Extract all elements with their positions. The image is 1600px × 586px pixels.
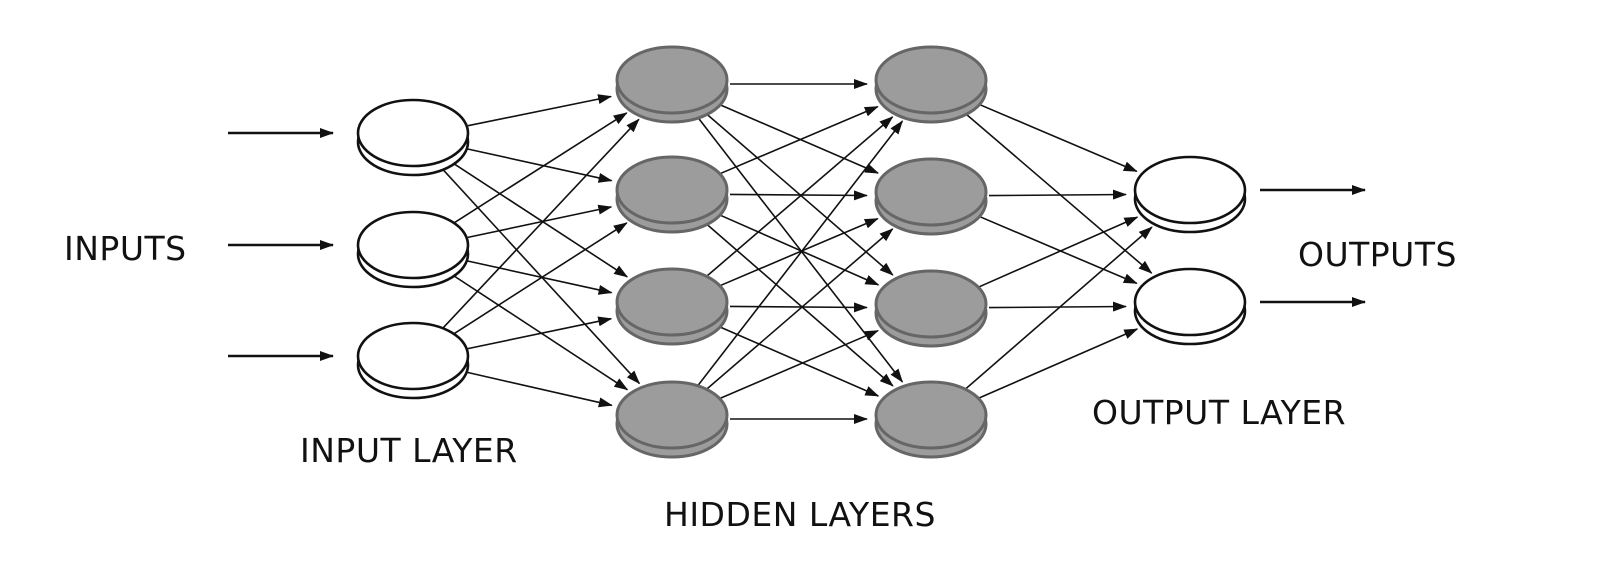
hidden1-node-4 [615,380,729,459]
connection-arrow-hidden1-4-to-hidden2-3 [719,329,879,400]
connection-arrow-hidden1-3-to-hidden2-4 [718,325,880,397]
connection-arrow-hidden1-3-to-hidden2-2 [719,217,879,287]
connection-arrow-hidden2-2-to-output-1 [988,189,1127,200]
connection-arrow-hidden2-1-to-output-2 [964,112,1153,274]
connection-arrow-hidden1-1-to-hidden2-3 [705,112,894,276]
hidden1-node-3 [615,267,729,346]
connection-arrow-hidden1-1-to-hidden2-2 [719,103,880,174]
output-node-2 [1133,267,1247,346]
connection-arrow-input-2-to-hidden1-2 [467,204,613,239]
outputs-label: OUTPUTS [1298,235,1457,274]
connection-arrow-input-2-to-hidden1-4 [452,274,629,391]
connection-arrow-hidden2-1-to-output-1 [978,103,1138,173]
connection-arrow-input-2-to-hidden1-3 [467,260,613,295]
hidden-layers-label: HIDDEN LAYERS [664,495,936,534]
connection-arrow-hidden2-2-to-output-2 [978,215,1138,285]
connection-arrow-input-3-to-hidden1-1 [441,118,640,330]
connection-arrow-hidden1-2-to-hidden2-3 [718,213,880,286]
connection-arrow-input-3-to-hidden1-4 [467,371,613,408]
connection-arrow-hidden1-3-to-hidden2-3 [729,302,868,313]
connection-arrow-input-1-to-hidden1-3 [452,162,629,278]
output-layer-label: OUTPUT LAYER [1092,393,1347,432]
hidden2-node-3 [874,269,988,348]
input-node-2 [356,210,470,289]
connection-arrow-input-1-to-hidden1-1 [467,94,613,127]
connection-arrow-input-3-to-hidden1-3 [467,316,613,350]
hidden2-node-1 [874,45,988,124]
connection-arrow-hidden2-4-to-output-2 [977,328,1139,400]
input-layer-label: INPUT LAYER [300,431,518,470]
connections [228,79,1366,424]
connection-arrow-hidden1-1-to-hidden2-4 [696,115,904,383]
connection-arrow-input-2-to-hidden1-1 [452,112,628,225]
connection-arrow-input-3-to-hidden1-2 [452,222,628,335]
connection-arrow-hidden1-3-to-hidden2-1 [705,116,894,278]
input-node-3 [356,321,470,400]
output-node-1 [1133,155,1247,234]
hidden1-node-1 [615,45,729,124]
connection-arrow-hidden2-4-to-output-1 [963,226,1153,391]
connection-arrow-hidden2-3-to-output-1 [977,216,1139,289]
connection-arrow-hidden2-3-to-output-2 [988,301,1127,312]
nodes [356,45,1247,459]
connection-arrow-hidden1-4-to-hidden2-2 [705,228,894,391]
connection-arrow-hidden1-2-to-hidden2-1 [719,105,879,175]
connection-arrow-hidden1-4-to-hidden2-1 [696,120,904,388]
inputs-label: INPUTS [64,229,187,268]
hidden2-node-2 [874,157,988,236]
connection-arrow-input-1-to-hidden1-2 [467,148,613,183]
hidden1-node-2 [615,155,729,234]
hidden2-node-4 [874,380,988,459]
connection-arrow-input-1-to-hidden1-4 [441,167,641,385]
input-node-1 [356,98,470,177]
